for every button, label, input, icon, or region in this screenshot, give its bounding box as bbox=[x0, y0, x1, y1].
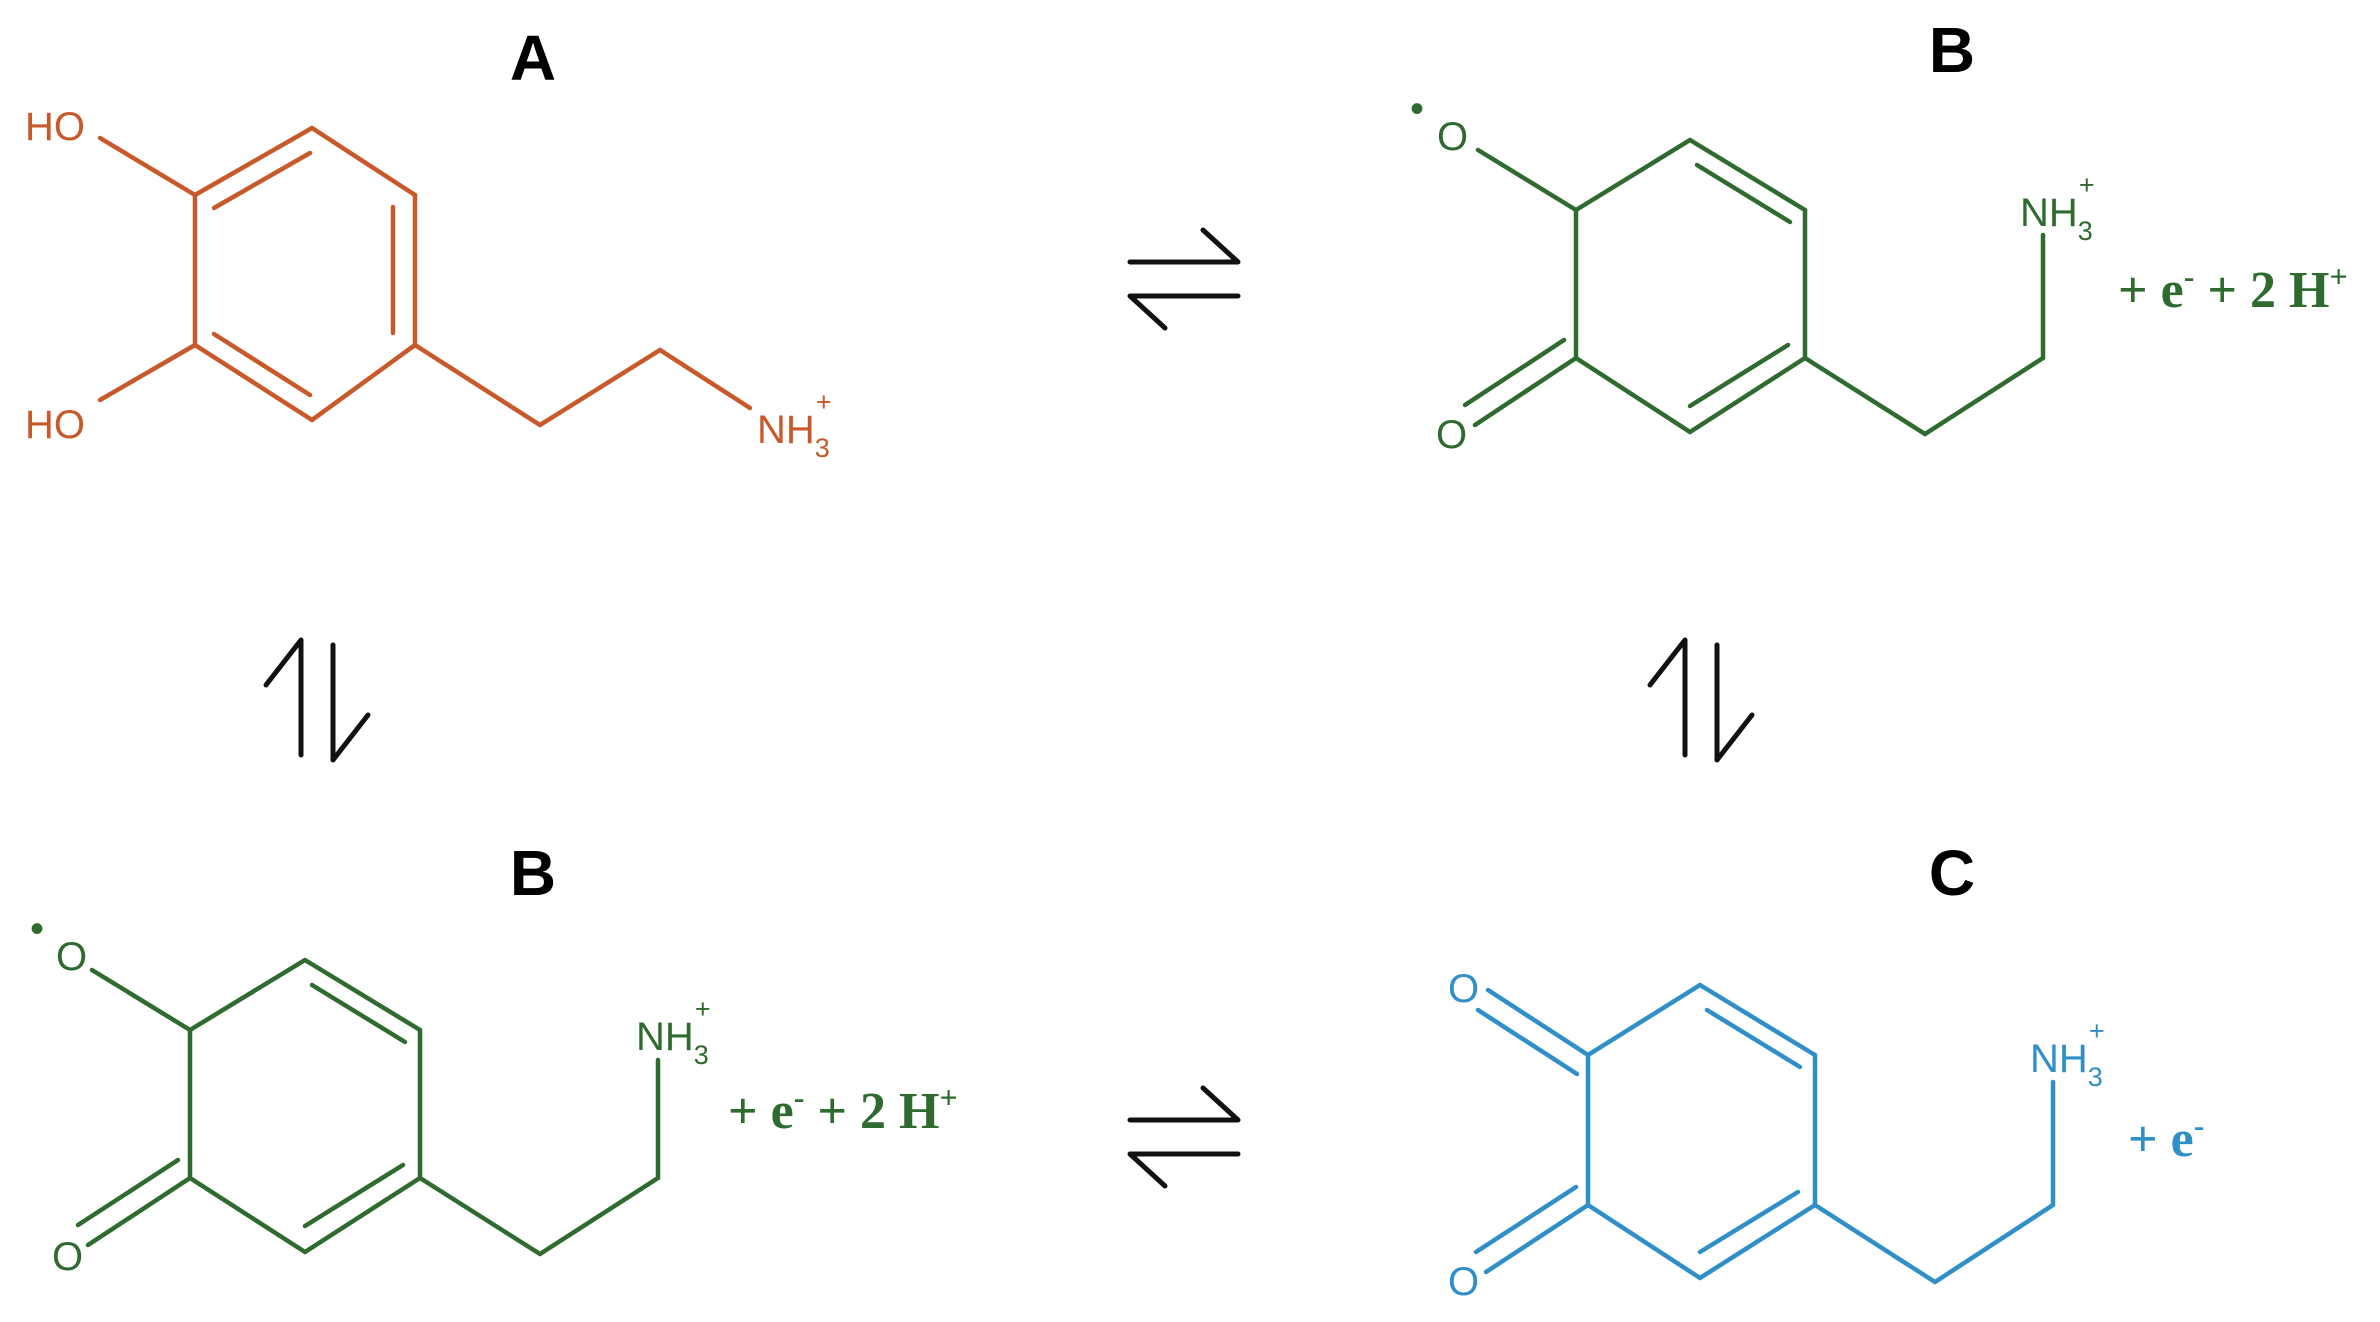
molecule-c-electron: + e- bbox=[2128, 1107, 2204, 1168]
molecule-a-nh3: NH3+ bbox=[757, 387, 832, 463]
panel-label-b-top: B bbox=[1929, 14, 1975, 86]
molecule-c-o-lower: O bbox=[1448, 1260, 1479, 1304]
molecule-b-top-nh3: NH3+ bbox=[2020, 170, 2095, 246]
molecule-a-ho-lower: HO bbox=[25, 403, 85, 447]
molecule-b-bottom-bonds bbox=[75, 957, 661, 1257]
molecule-c-o-upper: O bbox=[1448, 967, 1479, 1011]
molecule-b-top-o-radical: O bbox=[1437, 115, 1468, 159]
molecule-b-bottom-electron-proton: + e- + 2 H+ bbox=[728, 1079, 958, 1140]
molecule-b-top: • O O NH3+ + e- + 2 H+ bbox=[1410, 87, 2348, 457]
molecule-a-ho-upper: HO bbox=[25, 105, 85, 149]
molecule-b-top-electron-proton: + e- + 2 H+ bbox=[2118, 258, 2348, 319]
panel-label-b-bottom: B bbox=[510, 837, 556, 909]
equilibrium-arrow-b-c-vertical bbox=[1647, 637, 1755, 763]
molecule-c: O O NH3+ + e- bbox=[1448, 967, 2204, 1304]
molecule-b-bottom: • O O NH3+ + e- + 2 H+ bbox=[30, 907, 958, 1279]
panel-label-a: A bbox=[510, 22, 556, 94]
molecule-c-nh3: NH3+ bbox=[2030, 1016, 2105, 1092]
equilibrium-arrow-b-c bbox=[1127, 1085, 1241, 1189]
molecule-b-bottom-o-keto: O bbox=[52, 1235, 83, 1279]
molecule-b-top-radical-dot: • bbox=[1410, 87, 1424, 131]
equilibrium-arrow-a-b-vertical bbox=[263, 637, 371, 763]
molecule-b-bottom-radical-dot: • bbox=[30, 907, 44, 951]
molecule-c-bonds bbox=[1473, 982, 2056, 1285]
molecule-b-top-bonds bbox=[1462, 137, 2046, 437]
molecule-b-bottom-o-radical: O bbox=[56, 935, 87, 979]
panel-label-c: C bbox=[1929, 837, 1975, 909]
equilibrium-arrow-a-b bbox=[1127, 227, 1241, 331]
molecule-b-top-o-keto: O bbox=[1436, 413, 1467, 457]
molecule-a: HO HO NH3+ bbox=[25, 105, 832, 463]
molecule-b-bottom-nh3: NH3+ bbox=[636, 994, 711, 1070]
molecule-a-bonds bbox=[97, 125, 753, 428]
